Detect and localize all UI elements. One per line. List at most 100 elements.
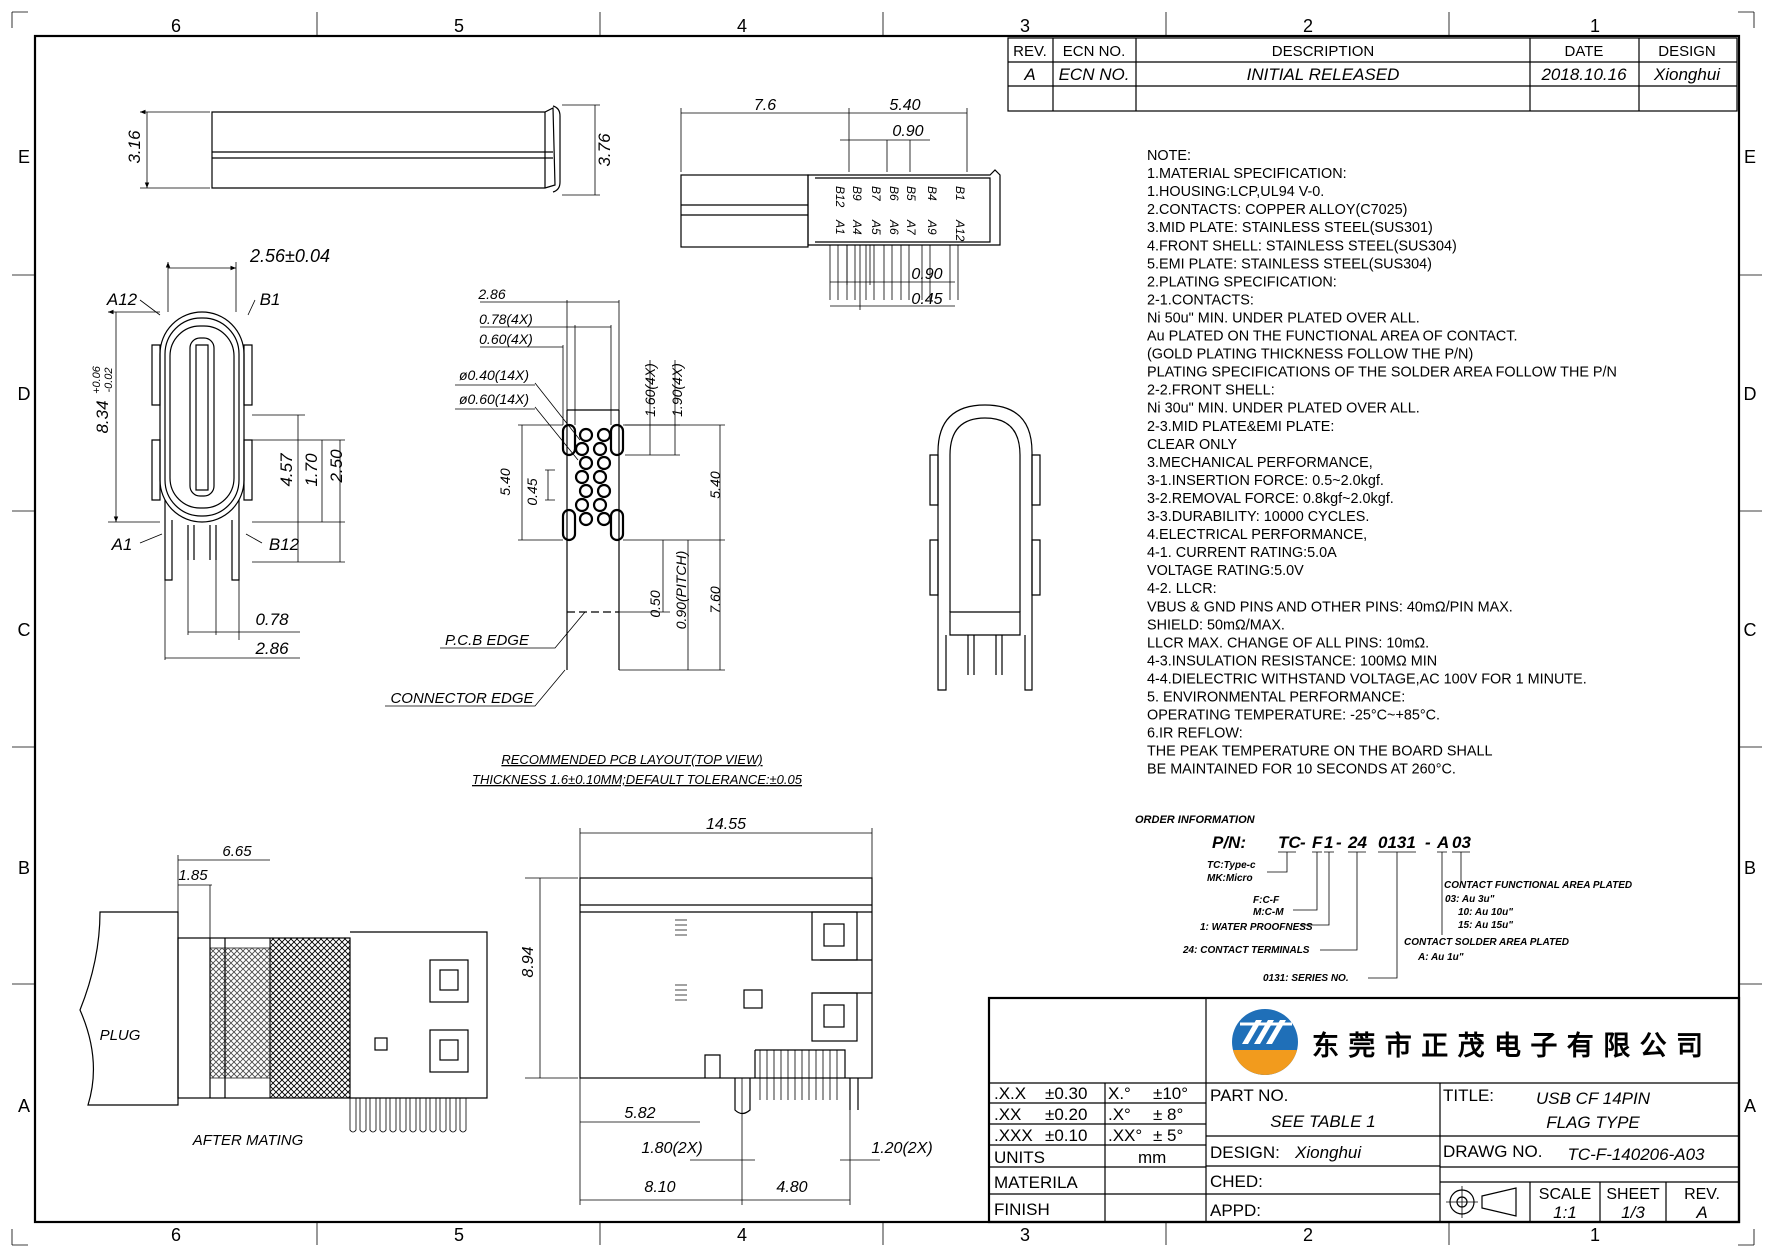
pn-part: - (1336, 833, 1342, 852)
pn-part: 1 (1324, 833, 1333, 852)
pin-label: B12 (833, 186, 847, 208)
note-line: Au PLATED ON THE FUNCTIONAL AREA OF CONT… (1147, 329, 1518, 345)
pcb-dim-0-60: 0.60(4X) (479, 331, 533, 347)
note-line: LLCR MAX. CHANGE OF ALL PINS: 10mΩ. (1147, 635, 1429, 651)
tol-d: ± 5° (1153, 1126, 1183, 1145)
pin-label: A9 (925, 219, 939, 235)
note-line: 4-2. LLCR: (1147, 581, 1217, 597)
mating-pin (389, 1098, 397, 1133)
revision-table: REV. ECN NO. DESCRIPTION DATE DESIGN A E… (1007, 37, 1738, 112)
functional-title: CONTACT FUNCTIONAL AREA PLATED (1444, 880, 1632, 891)
after-mating-label: AFTER MATING (192, 1132, 304, 1149)
finish-label: FINISH (994, 1200, 1050, 1219)
dim-0-78: 0.78 (255, 610, 289, 629)
pcb-dim-5-40-right: 5.40 (707, 471, 723, 498)
row-label: C (18, 620, 31, 640)
col-label: 2 (1303, 16, 1313, 36)
mk-label: MK:Micro (1207, 873, 1253, 884)
mating-pin (459, 1098, 467, 1133)
pin-label: B9 (850, 186, 864, 201)
pn-label: P/N: (1212, 833, 1246, 852)
pin-label: A7 (904, 219, 918, 236)
pcb-pad (578, 455, 594, 471)
row-label: A (1744, 1096, 1756, 1116)
dim-4-57: 4.57 (277, 453, 296, 487)
company-logo (1232, 1009, 1298, 1075)
pn-part: A (1436, 833, 1449, 852)
part-no-label: PART NO. (1210, 1086, 1288, 1105)
mating-pin (369, 1098, 377, 1133)
rev-value: A (1695, 1203, 1707, 1222)
bottom-dim-1-20: 1.20(2X) (871, 1140, 932, 1157)
tc-label: TC:Type-c (1207, 860, 1256, 871)
ched-label: CHED: (1210, 1172, 1263, 1191)
note-line: 5.EMI PLATE: STAINLESS STEEL(SUS304) (1147, 256, 1432, 272)
pin-label: A6 (887, 219, 901, 235)
solder-item: A: Au 1u" (1417, 952, 1464, 963)
note-line: (GOLD PLATING THICKNESS FOLLOW THE P/N) (1147, 347, 1473, 363)
bottom-dim-1-80: 1.80(2X) (641, 1140, 702, 1157)
tol-d: ± 8° (1153, 1105, 1183, 1124)
note-line: 1.HOUSING:LCP,UL94 V-0. (1147, 184, 1324, 200)
col-label: 3 (1020, 16, 1030, 36)
pcb-edge-label: P.C.B EDGE (445, 632, 530, 649)
frame (11, 11, 1762, 1246)
scale-value: 1:1 (1553, 1203, 1577, 1222)
rev-header: REV. (1013, 43, 1047, 60)
label-a1: A1 (111, 535, 133, 554)
mating-pin (349, 1098, 357, 1133)
pin-lead (865, 245, 875, 300)
part-no-value: SEE TABLE 1 (1270, 1112, 1376, 1131)
label-b12: B12 (269, 535, 300, 554)
top-dim-0-45: 0.45 (911, 291, 942, 308)
pin-lead (829, 245, 839, 300)
tol-d: ±10° (1153, 1084, 1188, 1103)
row-label: E (18, 147, 30, 167)
units-value: mm (1138, 1148, 1166, 1167)
note-line: 2.PLATING SPECIFICATION: (1147, 274, 1337, 290)
pcb-dim-0-50: 0.50 (647, 590, 663, 617)
connector-edge-label: CONNECTOR EDGE (390, 690, 534, 707)
pcb-pad (596, 511, 612, 527)
note-line: 2.CONTACTS: COPPER ALLOY(C7025) (1147, 202, 1407, 218)
note-line: 6.IR REFLOW: (1147, 726, 1243, 742)
rev-value: A (1023, 65, 1035, 84)
mating-view: 6.65 1.85 PLUG AFTER MATING (79, 843, 488, 1149)
pin-label: B1 (953, 186, 967, 201)
scale-label: SCALE (1539, 1186, 1591, 1203)
note-line: PLATING SPECIFICATIONS OF THE SOLDER ARE… (1147, 365, 1617, 381)
dim-2-86: 2.86 (254, 639, 289, 658)
row-label: C (1744, 620, 1757, 640)
design-label: DESIGN: (1210, 1143, 1280, 1162)
mating-pin (439, 1098, 447, 1133)
solder-title: CONTACT SOLDER AREA PLATED (1404, 937, 1569, 948)
pcb-pad (592, 441, 608, 457)
label-a12: A12 (106, 290, 138, 309)
pn-part: 0131 (1378, 833, 1416, 852)
note-line: 4-4.DIELECTRIC WITHSTAND VOLTAGE,AC 100V… (1147, 672, 1587, 688)
note-line: VOLTAGE RATING:5.0V (1147, 563, 1304, 579)
tol-b: ±0.30 (1045, 1084, 1087, 1103)
title-line-1: USB CF 14PIN (1536, 1089, 1651, 1108)
design-value: Xionghui (1294, 1143, 1362, 1162)
pn-part: F (1312, 833, 1323, 852)
pn-part: TC (1278, 833, 1301, 852)
tol-a: .XX (994, 1105, 1021, 1124)
order-heading: ORDER INFORMATION (1135, 814, 1256, 826)
col-label: 1 (1590, 16, 1600, 36)
bottom-side-view: 14.55 8.94 5.82 1.80(2X) 1.20(2X) 8.10 4… (520, 816, 933, 1205)
projection-symbol (1446, 1186, 1517, 1218)
terminals-label: 24: CONTACT TERMINALS (1182, 945, 1310, 956)
rev-label: REV. (1684, 1186, 1720, 1203)
pcb-dim-7-60: 7.60 (707, 586, 723, 613)
note-line: 3.MECHANICAL PERFORMANCE, (1147, 455, 1373, 471)
pin-label: A5 (869, 219, 883, 235)
note-line: 5. ENVIRONMENTAL PERFORMANCE: (1147, 690, 1405, 706)
row-label: B (18, 858, 30, 878)
rear-view (929, 404, 1041, 691)
dim-2-50: 2.50 (327, 449, 346, 484)
pcb-dim-d040: ø0.40(14X) (459, 367, 529, 383)
bottom-dim-14-55: 14.55 (706, 816, 746, 833)
